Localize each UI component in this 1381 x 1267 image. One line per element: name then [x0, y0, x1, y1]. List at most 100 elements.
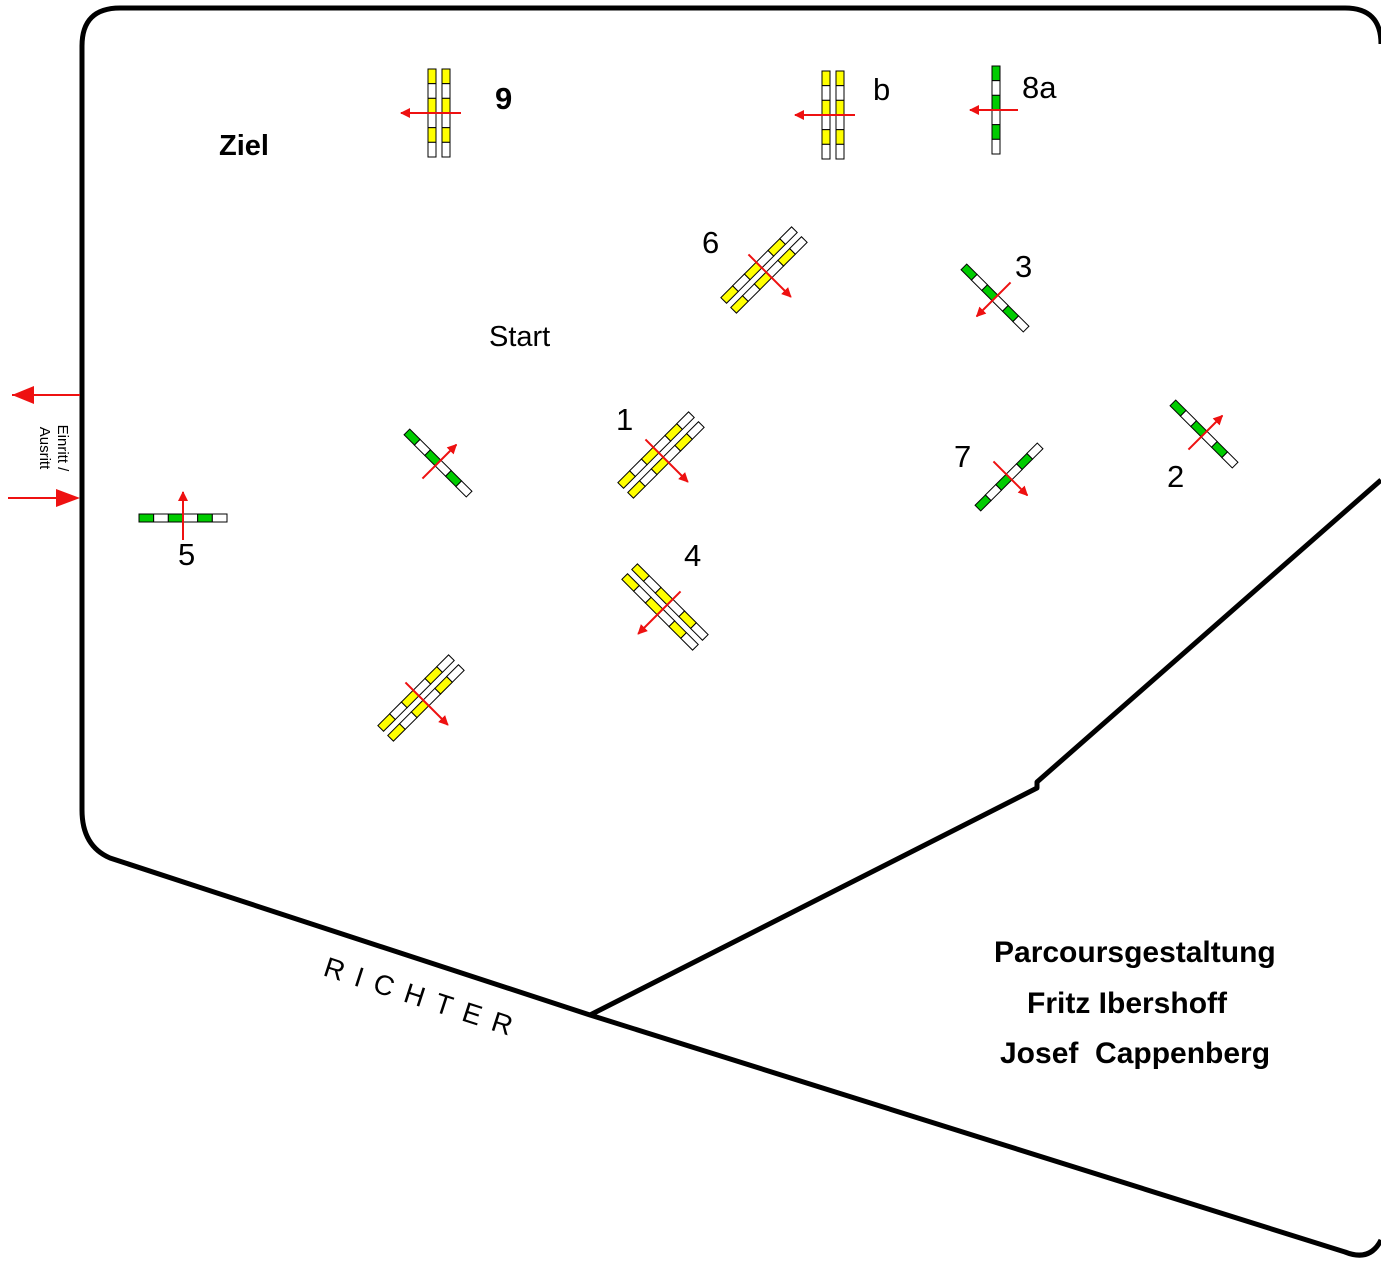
gate-label-line2: Ausritt	[36, 427, 53, 470]
rail-segment	[427, 68, 437, 85]
rail-segment	[991, 109, 1001, 126]
rail-segment	[689, 622, 709, 641]
obstacle-4	[621, 563, 709, 651]
rail-segment	[197, 513, 213, 523]
rail-segment	[680, 631, 699, 651]
jump-direction-arrow	[404, 681, 449, 726]
rail-segment	[991, 138, 1001, 155]
obstacle-rails	[377, 654, 465, 742]
obstacle-rails	[821, 70, 845, 160]
rail-segment	[1012, 315, 1030, 333]
rail-segment	[788, 236, 808, 255]
obstacle-rails	[1169, 399, 1239, 469]
jump-direction-arrow	[637, 590, 682, 635]
rail-segment	[427, 97, 437, 114]
obstacle-rails	[991, 65, 1001, 155]
obstacle-number-9: 9	[495, 81, 512, 116]
rail-segment	[991, 65, 1001, 82]
rail-segment	[441, 112, 451, 129]
credits-heading: Parcoursgestaltung	[994, 936, 1276, 969]
rail-segment	[835, 70, 845, 87]
obstacle-number-6: 6	[702, 225, 719, 260]
jump-direction-arrow	[992, 460, 1029, 497]
obstacle-rails	[974, 442, 1044, 512]
obstacle-numbers: 9 b 8a 6 3 1 7 2 5 4	[178, 70, 1184, 573]
rail-segment	[821, 114, 831, 131]
obstacle-3	[960, 263, 1030, 333]
obstacle-rails	[720, 226, 808, 314]
obstacle-number-7: 7	[954, 439, 971, 474]
rail-segment	[441, 68, 451, 85]
obstacle-unnumbered-11	[377, 654, 465, 742]
rail-segment	[835, 143, 845, 160]
designer-2: Josef Cappenberg	[1000, 1037, 1270, 1070]
obstacle-number-2: 2	[1167, 459, 1184, 494]
start-label: Start	[489, 321, 550, 353]
obstacle-b	[794, 70, 855, 160]
rail-segment	[676, 411, 695, 431]
obstacle-number-1: 1	[616, 402, 633, 437]
obstacle-number-b: b	[873, 72, 890, 107]
rail-segment	[991, 80, 1001, 96]
credits: Parcoursgestaltung Fritz Ibershoff Josef…	[994, 936, 1276, 1070]
rail-segment	[835, 114, 845, 131]
finish-label: Ziel	[219, 130, 269, 162]
rail-segment	[821, 99, 831, 116]
obstacle-rails	[403, 428, 473, 498]
rail-segment	[167, 513, 184, 523]
rail-segment	[835, 85, 845, 101]
obstacle-rails	[617, 411, 705, 499]
jump-direction-arrow	[975, 281, 1012, 318]
obstacle-8a	[969, 65, 1018, 155]
entry-arrowhead	[56, 489, 80, 507]
obstacle-number-4: 4	[684, 538, 701, 573]
gate-label-line1: Einritt /	[54, 425, 71, 473]
rail-segment	[821, 129, 831, 145]
obstacle-7	[974, 442, 1044, 512]
obstacle-number-8a: 8a	[1022, 70, 1057, 105]
obstacle-rails	[960, 263, 1030, 333]
exit-arrowhead	[12, 386, 34, 404]
rail-segment	[455, 480, 473, 498]
obstacle-rails	[621, 563, 709, 651]
jump-direction-arrow	[644, 438, 689, 483]
obstacle-rails	[427, 68, 451, 158]
designer-1: Fritz Ibershoff	[1027, 987, 1228, 1020]
obstacle-1	[617, 411, 705, 499]
obstacle-9	[400, 68, 461, 158]
obstacle-6	[720, 226, 808, 314]
rail-segment	[153, 513, 169, 523]
rail-segment	[441, 83, 451, 99]
rail-segment	[445, 664, 465, 683]
obstacle-2	[1169, 399, 1239, 469]
rail-segment	[441, 141, 451, 158]
judge-label: RICHTER	[320, 951, 528, 1045]
rail-segment	[211, 513, 228, 523]
rail-segment	[821, 85, 831, 101]
obstacle-number-5: 5	[178, 537, 195, 572]
jump-direction-arrow	[747, 253, 792, 298]
obstacles-layer	[138, 65, 1239, 742]
rail-segment	[991, 124, 1001, 140]
jump-direction-arrow	[1187, 414, 1224, 451]
jump-direction-arrow	[421, 443, 458, 480]
rail-segment	[441, 97, 451, 114]
rail-segment	[779, 226, 798, 246]
obstacle-unnumbered-10	[403, 428, 473, 498]
obstacle-number-3: 3	[1015, 249, 1032, 284]
rail-segment	[436, 654, 455, 674]
rail-segment	[427, 112, 437, 129]
rail-segment	[1221, 451, 1239, 469]
gate-arrows: Einritt / Ausritt	[8, 386, 80, 507]
rail-segment	[427, 141, 437, 158]
rail-segment	[835, 129, 845, 145]
rail-segment	[991, 94, 1001, 111]
obstacle-5	[138, 491, 228, 540]
rail-segment	[441, 127, 451, 143]
rail-segment	[821, 70, 831, 87]
rail-segment	[427, 83, 437, 99]
rail-segment	[685, 421, 705, 440]
rail-segment	[821, 143, 831, 160]
rail-segment	[835, 99, 845, 116]
